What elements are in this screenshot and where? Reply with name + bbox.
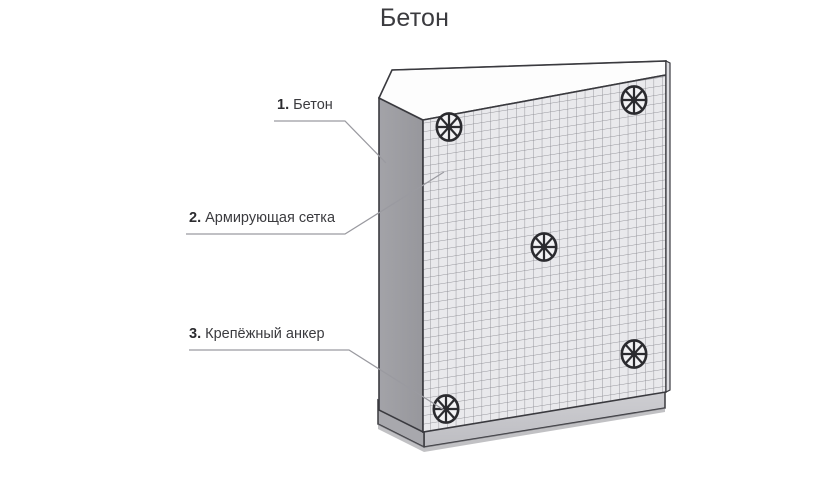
callout-number-1: 1. <box>277 97 290 113</box>
leader-line-2 <box>186 171 445 235</box>
anchor-center <box>530 232 558 262</box>
anchor-top-right <box>620 85 648 115</box>
concrete-side-face <box>378 96 424 434</box>
anchor-bottom-right <box>620 339 648 369</box>
callout-text-2: Армирующая сетка <box>205 210 336 226</box>
callout-number-3: 3. <box>189 326 202 342</box>
callout-label-2: 2. Армирующая сетка <box>189 211 335 226</box>
leader-lines <box>186 120 445 411</box>
anchor-bottom-left <box>432 394 460 424</box>
mesh-face-right-edge <box>665 60 671 393</box>
anchor-top-left <box>435 112 463 142</box>
figure-title: Бетон <box>379 4 450 32</box>
callout-label-3: 3. Крепёжный анкер <box>189 327 325 342</box>
leader-line-3 <box>189 349 445 411</box>
callout-label-1: 1. Бетон <box>277 98 333 113</box>
callout-text-1: Бетон <box>293 97 333 113</box>
callout-number-2: 2. <box>189 210 202 226</box>
leader-line-1 <box>274 120 387 164</box>
top-face-back-edge <box>391 60 667 71</box>
callout-text-3: Крепёжный анкер <box>205 326 325 342</box>
